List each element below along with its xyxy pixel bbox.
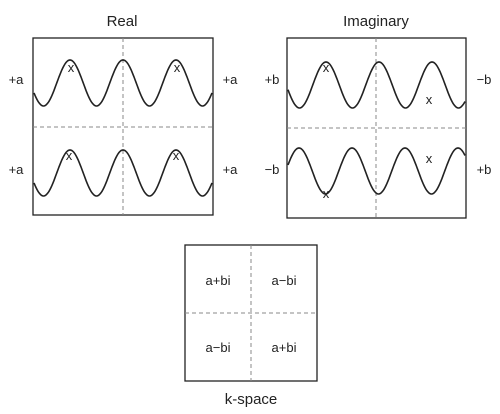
imaginary-panel: Imaginary x x x x +b −b −b +b [265,13,492,219]
imaginary-top-right-marker: x [426,92,433,107]
k-space-panel: a+bi a−bi a−bi a+bi k-space [184,244,318,408]
imaginary-bottom-wave [287,147,466,195]
real-bottom-wave [33,149,213,197]
imaginary-top-right-label: −b [477,72,492,87]
imaginary-bottom-left-label: −b [265,162,280,177]
imaginary-bottom-right-marker: x [426,151,433,166]
imaginary-bottom-right-label: +b [477,162,492,177]
real-top-right-label: +a [223,72,239,87]
k-space-cell-bottom-right: a+bi [272,340,297,355]
real-top-right-marker: x [174,60,181,75]
real-top-left-marker: x [68,60,75,75]
k-space-cell-top-right: a−bi [272,273,297,288]
k-space-cell-top-left: a+bi [206,273,231,288]
real-bottom-right-marker: x [173,148,180,163]
k-space-cell-bottom-left: a−bi [206,340,231,355]
real-bottom-left-marker: x [66,148,73,163]
real-top-wave [33,59,213,107]
imaginary-panel-title: Imaginary [343,13,409,30]
real-panel: Real x x x x +a +a +a +a [9,13,239,216]
imaginary-top-left-marker: x [323,60,330,75]
real-panel-title: Real [107,13,138,30]
real-top-left-label: +a [9,72,25,87]
imaginary-top-wave [287,61,466,109]
real-bottom-left-label: +a [9,162,25,177]
real-bottom-right-label: +a [223,162,239,177]
imaginary-top-left-label: +b [265,72,280,87]
k-space-caption: k-space [225,391,278,408]
imaginary-panel-frame [286,37,467,219]
imaginary-bottom-left-marker: x [323,186,330,201]
